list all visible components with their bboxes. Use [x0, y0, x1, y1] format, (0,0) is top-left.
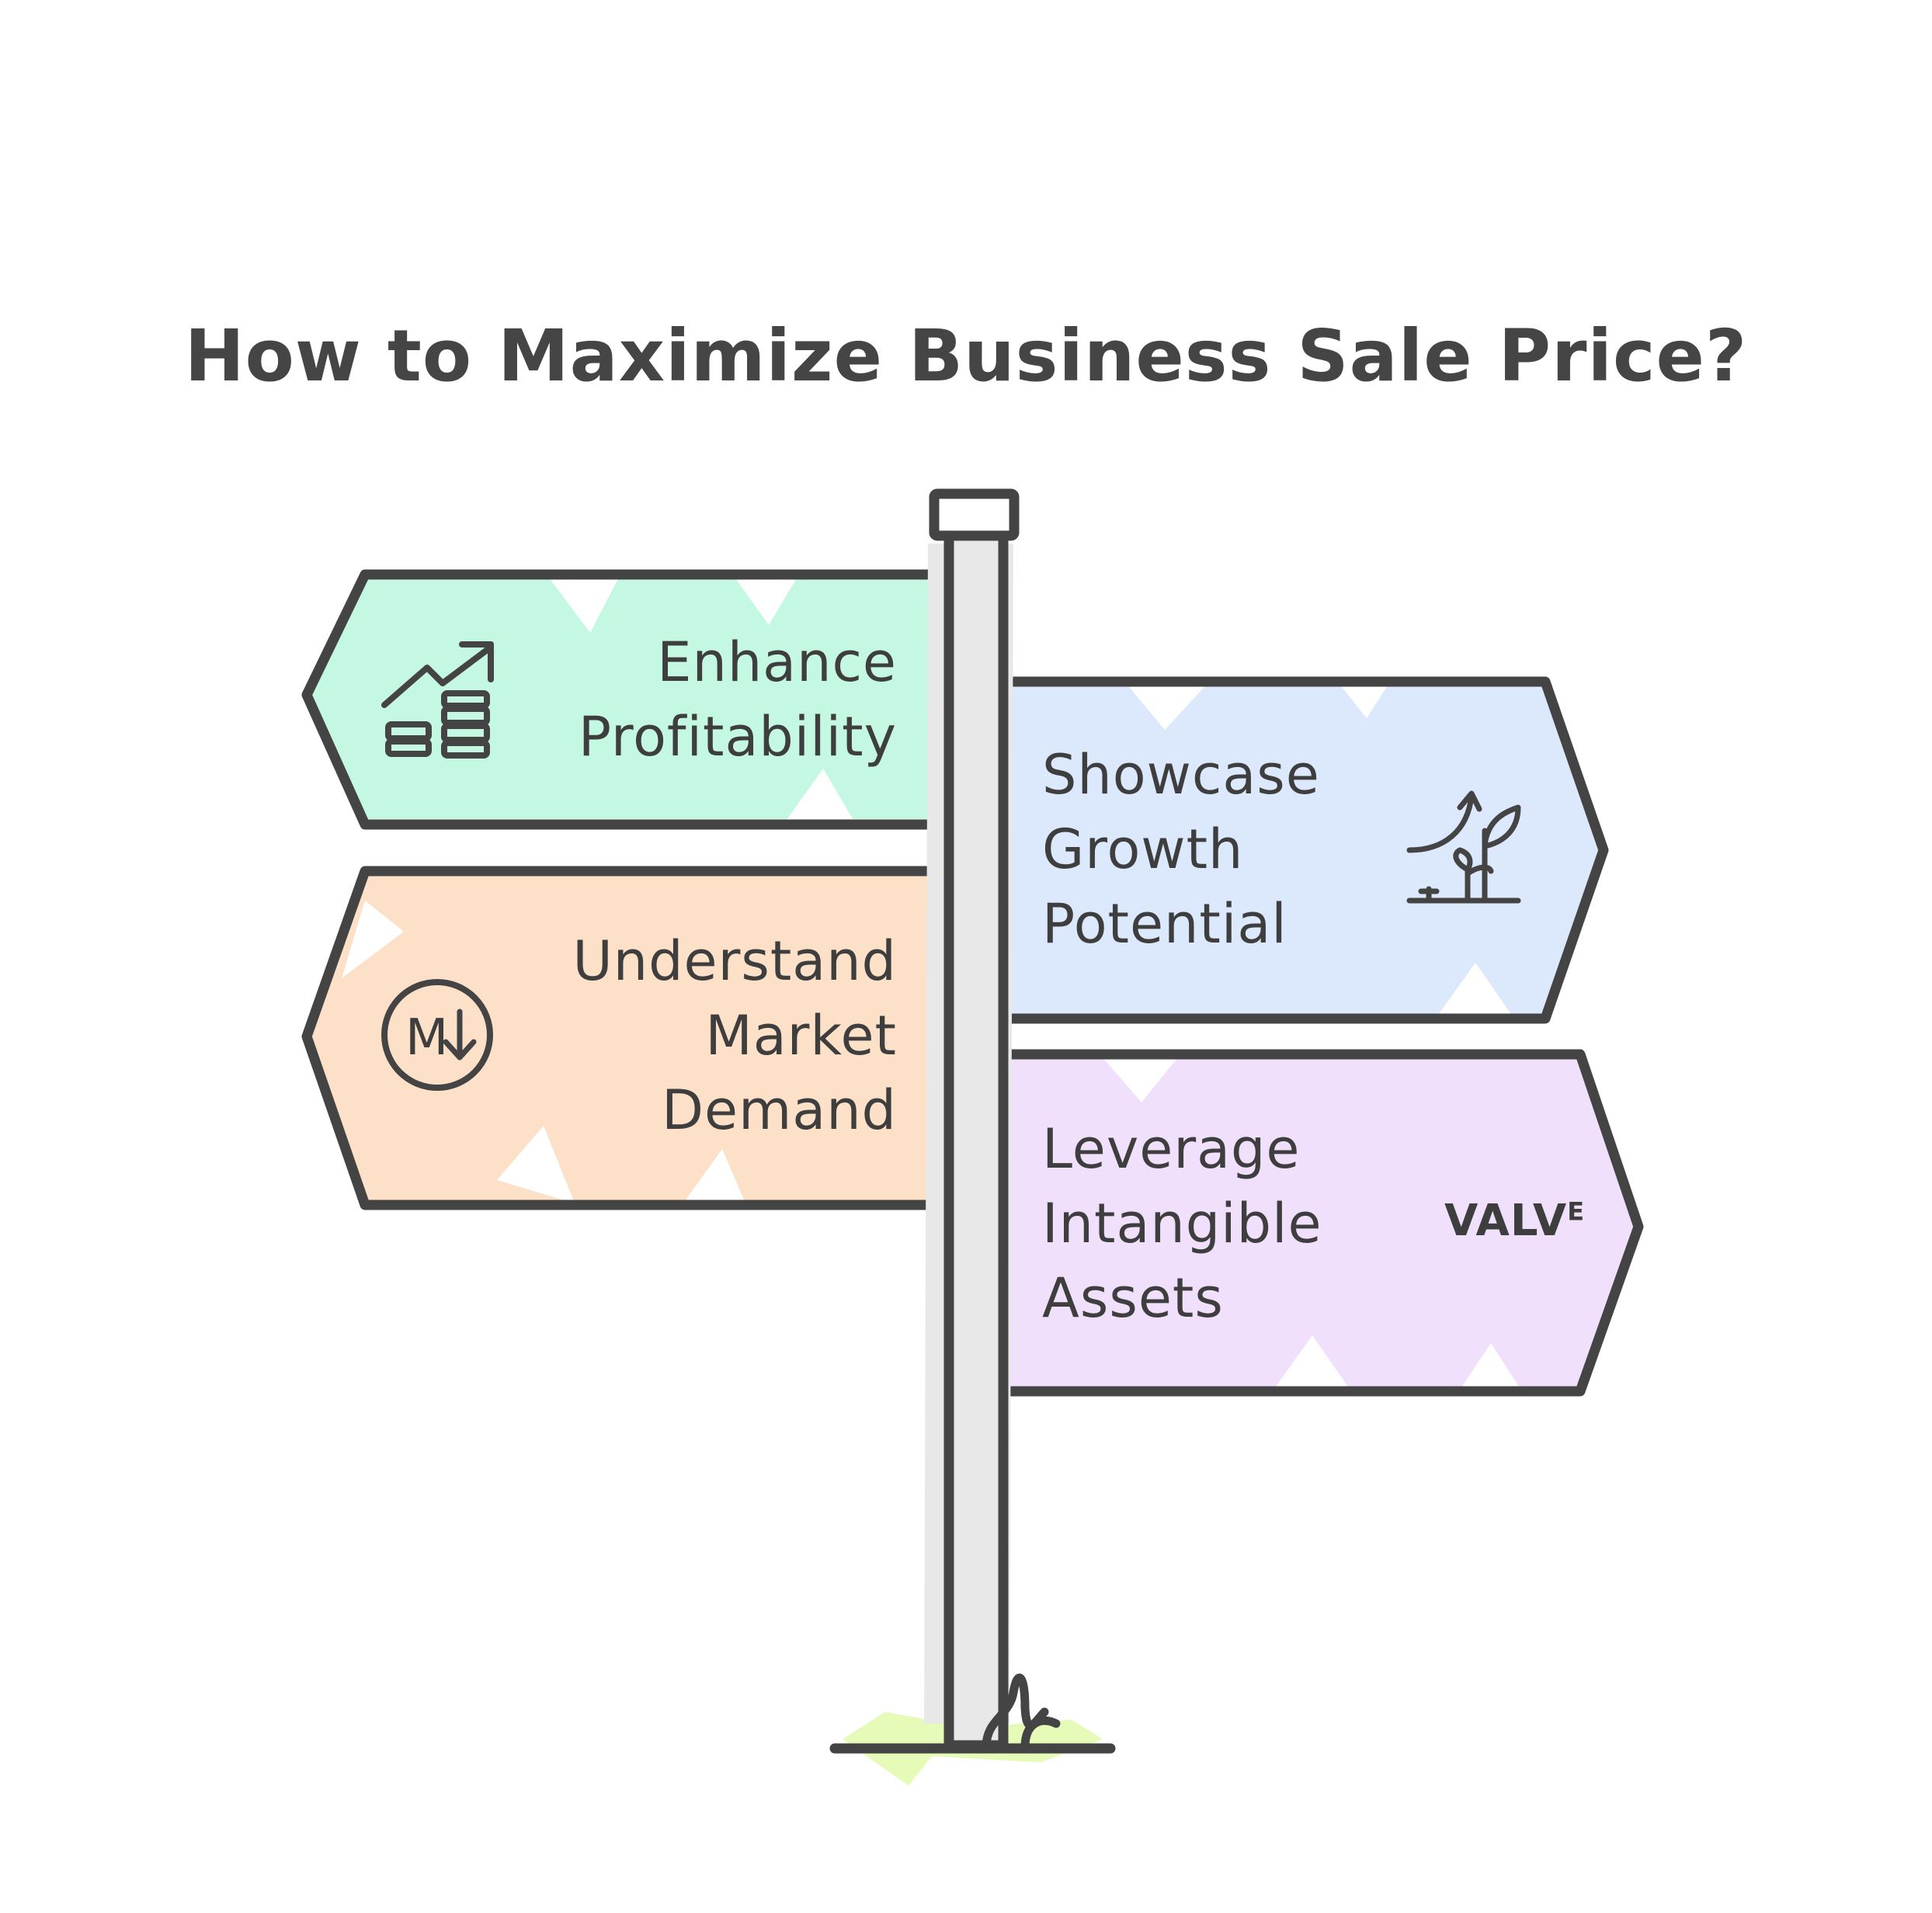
plant-growth-icon [1406, 790, 1521, 904]
sign-line: Market [705, 1004, 897, 1068]
market-down-letter: M [405, 1009, 448, 1067]
market-down-icon: M [381, 979, 493, 1091]
sign-line: Demand [662, 1078, 897, 1142]
valve-logo-sup: E [1567, 1196, 1586, 1227]
sign-line: Assets [1042, 1266, 1224, 1330]
leverage-intangible-assets-label: Leverage Intangible Assets [1042, 1112, 1322, 1335]
sign-leverage-intangible-assets [996, 1049, 1644, 1397]
sign-line: Profitability [578, 705, 897, 769]
diagram-title: How to Maximize Business Sale Price? [184, 314, 1748, 398]
sign-line: Understand [572, 929, 897, 993]
valve-logo-text: VALV [1444, 1196, 1568, 1246]
valve-logo-icon: VALVE [1444, 1196, 1585, 1246]
sign-line: Growth [1042, 818, 1244, 881]
sign-line: Potential [1042, 892, 1287, 956]
growth-coins-icon [381, 641, 494, 759]
sign-line: Intangible [1042, 1192, 1322, 1255]
understand-market-demand-label: Understand Market Demand [505, 924, 897, 1147]
sign-understand-market-demand [301, 866, 947, 1210]
sign-line: Leverage [1042, 1117, 1301, 1181]
showcase-growth-potential-label: Showcase Growth Potential [1042, 738, 1320, 961]
enhance-profitability-label: Enhance Profitability [505, 625, 897, 774]
signpost-pole [924, 488, 1020, 1751]
ground [829, 1673, 1116, 1754]
sign-line: Enhance [657, 630, 897, 694]
sign-line: Showcase [1042, 743, 1320, 807]
